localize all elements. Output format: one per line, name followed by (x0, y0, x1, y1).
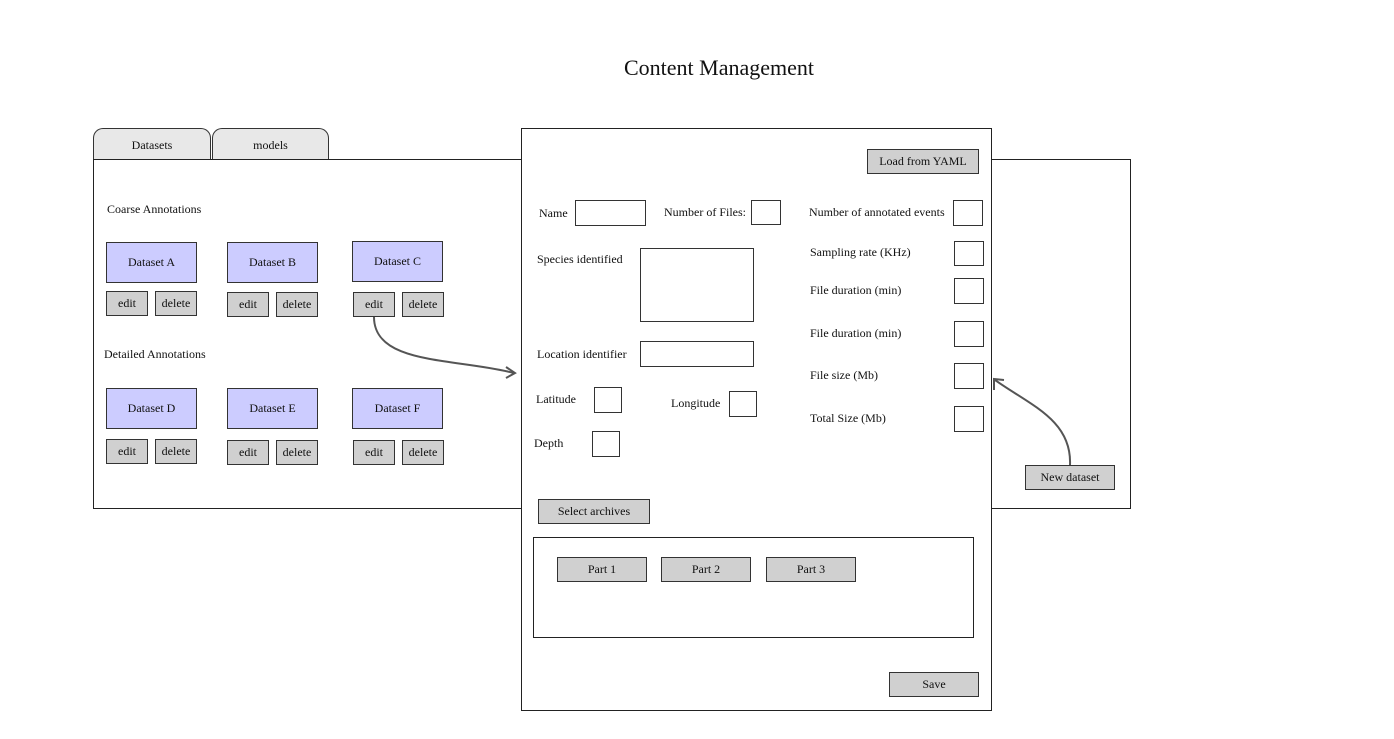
delete-dataset-a-button[interactable]: delete (155, 291, 197, 316)
delete-dataset-d-button[interactable]: delete (155, 439, 197, 464)
file-duration-input[interactable] (954, 278, 984, 304)
edit-dataset-d-button[interactable]: edit (106, 439, 148, 464)
number-of-annotated-events-input[interactable] (953, 200, 983, 226)
number-of-files-input[interactable] (751, 200, 781, 225)
new-dataset-button[interactable]: New dataset (1025, 465, 1115, 490)
select-archives-button[interactable]: Select archives (538, 499, 650, 524)
archive-list (533, 537, 974, 638)
detailed-annotations-heading: Detailed Annotations (104, 347, 206, 361)
load-from-yaml-button[interactable]: Load from YAML (867, 149, 979, 174)
number-of-annotated-events-label: Number of annotated events (809, 205, 945, 219)
sampling-rate-label: Sampling rate (KHz) (810, 245, 911, 259)
edit-dataset-e-button[interactable]: edit (227, 440, 269, 465)
dataset-card-d[interactable]: Dataset D (106, 388, 197, 429)
archive-part-3[interactable]: Part 3 (766, 557, 856, 582)
number-of-files-label: Number of Files: (664, 205, 746, 219)
depth-label: Depth (534, 436, 564, 450)
latitude-input[interactable] (594, 387, 622, 413)
longitude-label: Longitude (671, 396, 721, 410)
delete-dataset-c-button[interactable]: delete (402, 292, 444, 317)
archive-part-2[interactable]: Part 2 (661, 557, 751, 582)
coarse-annotations-heading: Coarse Annotations (107, 202, 202, 216)
delete-dataset-e-button[interactable]: delete (276, 440, 318, 465)
dataset-card-c[interactable]: Dataset C (352, 241, 443, 282)
file-duration-label: File duration (min) (810, 283, 902, 297)
file-duration-input-2[interactable] (954, 321, 984, 347)
save-button[interactable]: Save (889, 672, 979, 697)
name-label: Name (539, 206, 568, 220)
archive-part-1[interactable]: Part 1 (557, 557, 647, 582)
species-identified-input[interactable] (640, 248, 754, 322)
file-duration-label-2: File duration (min) (810, 326, 902, 340)
edit-dataset-c-button[interactable]: edit (353, 292, 395, 317)
tab-datasets[interactable]: Datasets (93, 128, 211, 160)
file-size-label: File size (Mb) (810, 368, 878, 382)
depth-input[interactable] (592, 431, 620, 457)
dataset-card-f[interactable]: Dataset F (352, 388, 443, 429)
longitude-input[interactable] (729, 391, 757, 417)
latitude-label: Latitude (536, 392, 576, 406)
edit-dataset-a-button[interactable]: edit (106, 291, 148, 316)
page-title: Content Management (623, 55, 814, 80)
tab-models[interactable]: models (212, 128, 329, 160)
file-size-input[interactable] (954, 363, 984, 389)
species-identified-label: Species identified (537, 252, 623, 266)
dataset-card-b[interactable]: Dataset B (227, 242, 318, 283)
total-size-label: Total Size (Mb) (810, 411, 886, 425)
location-identifier-input[interactable] (640, 341, 754, 367)
dataset-card-e[interactable]: Dataset E (227, 388, 318, 429)
edit-dataset-b-button[interactable]: edit (227, 292, 269, 317)
total-size-input[interactable] (954, 406, 984, 432)
dataset-card-a[interactable]: Dataset A (106, 242, 197, 283)
name-input[interactable] (575, 200, 646, 226)
delete-dataset-b-button[interactable]: delete (276, 292, 318, 317)
edit-dataset-f-button[interactable]: edit (353, 440, 395, 465)
sampling-rate-input[interactable] (954, 241, 984, 266)
delete-dataset-f-button[interactable]: delete (402, 440, 444, 465)
location-identifier-label: Location identifier (537, 347, 627, 361)
